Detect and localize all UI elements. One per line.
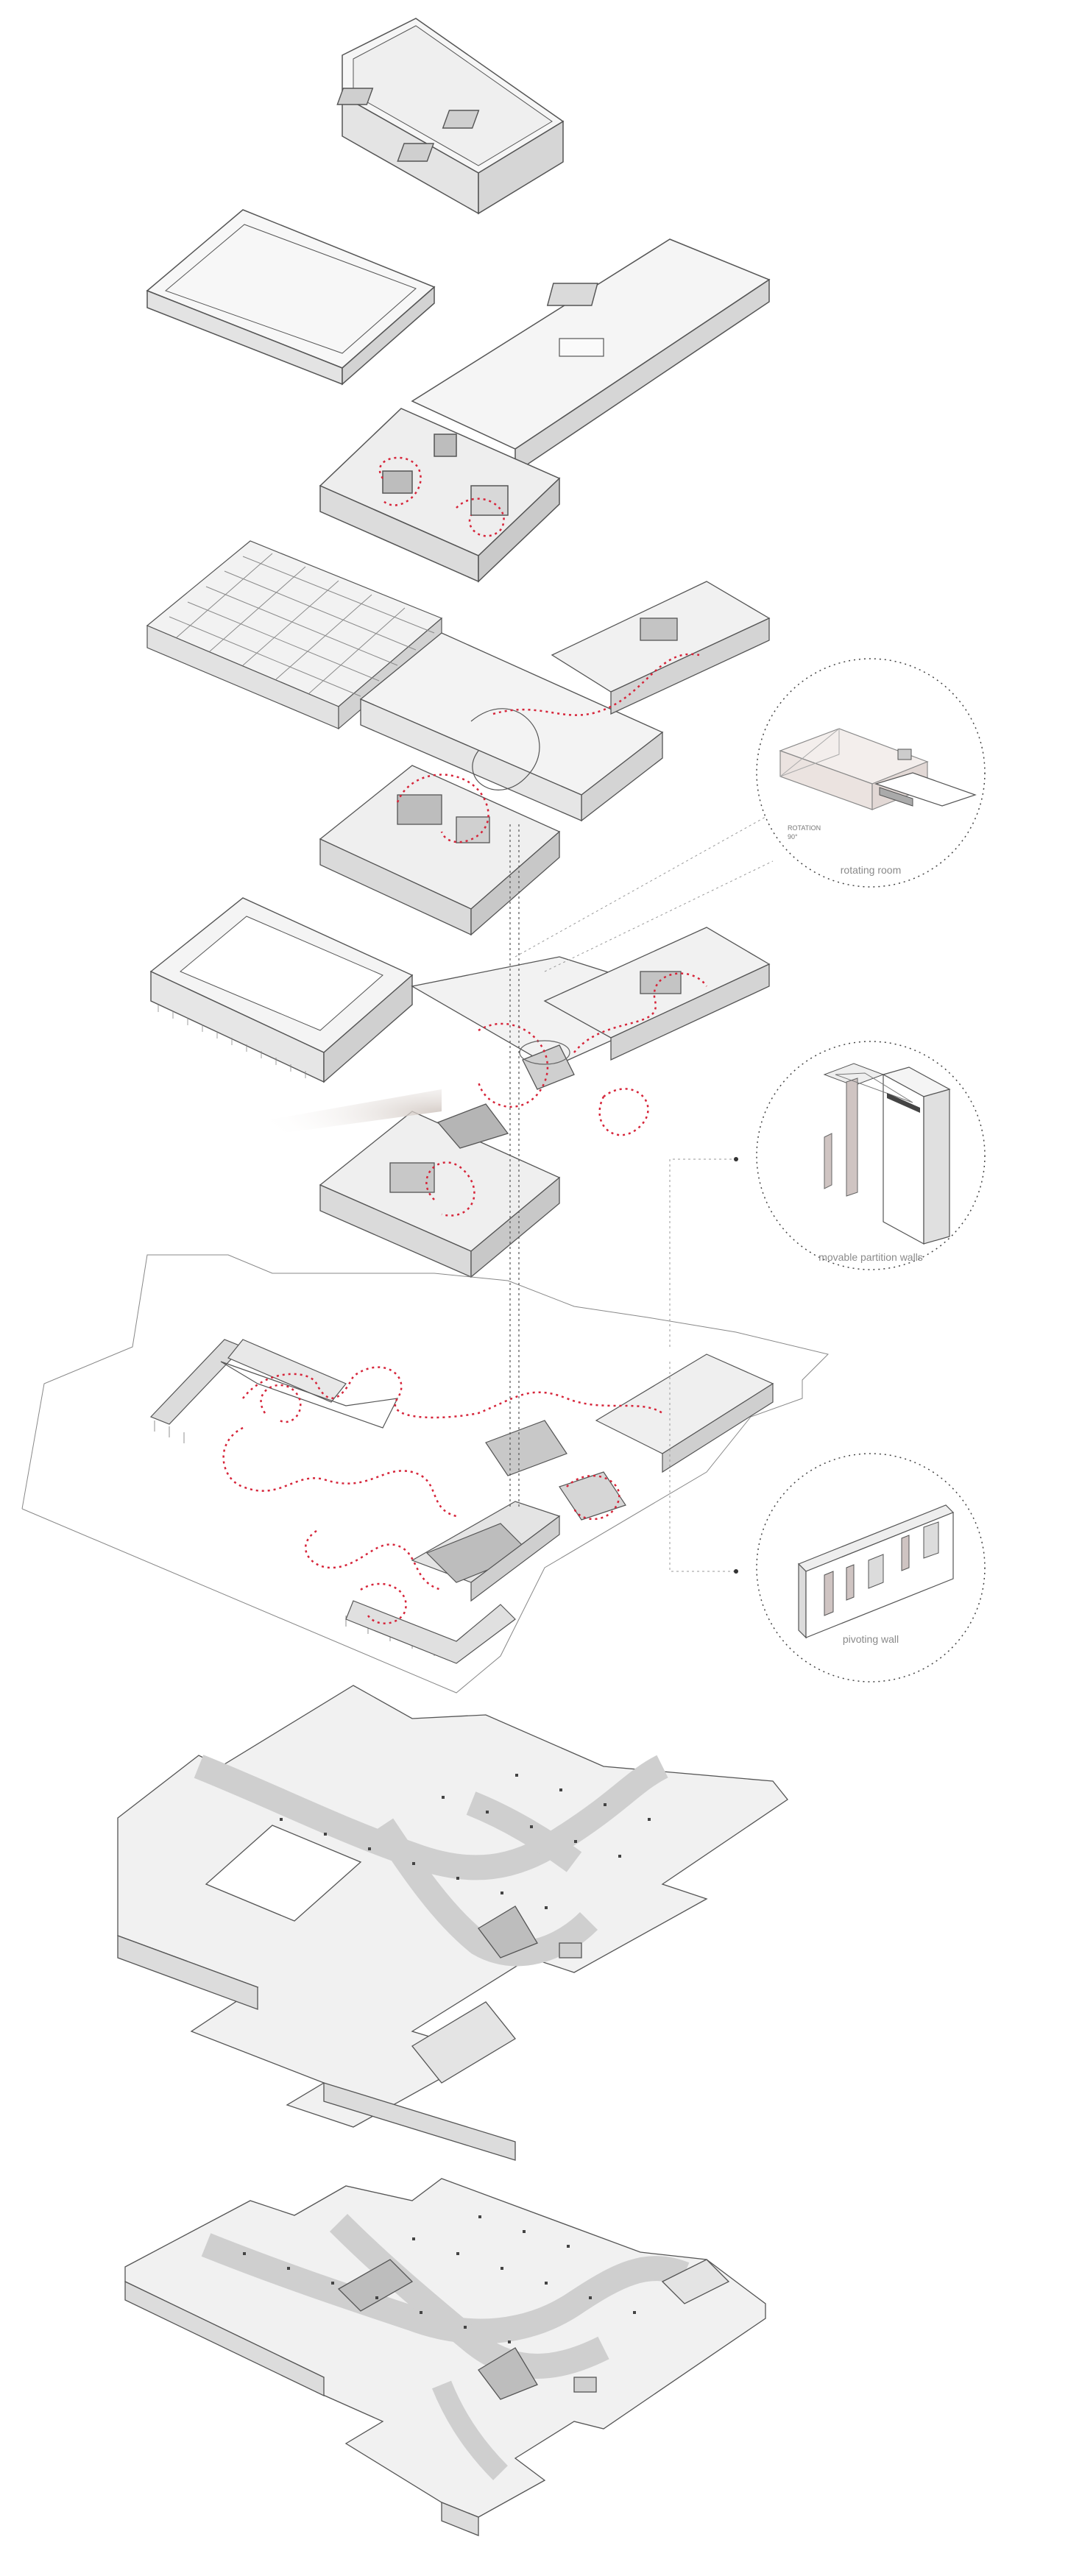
gallery-slab	[359, 632, 664, 822]
upper-floor-long-block	[411, 238, 771, 474]
parking-level-1	[117, 1685, 788, 2161]
light-cone	[254, 1089, 442, 1137]
ground-floor-plan	[149, 1339, 774, 1664]
callout-pivoting-wall: pivoting wall	[756, 1453, 986, 1682]
rotating-room-caption: rotating room	[841, 864, 901, 876]
callout-movable-partition: movable partition walls	[756, 1041, 986, 1270]
upper-floor-rooms	[319, 408, 561, 583]
third-floor-plan	[319, 581, 771, 936]
roof-cap-block	[336, 18, 565, 215]
leader-dot-pivoting	[734, 1569, 738, 1574]
grid-roof-square	[146, 540, 443, 730]
main-gallery-square	[149, 897, 414, 1083]
leader-dot-partition	[734, 1157, 738, 1161]
callout-leaders	[514, 816, 774, 1572]
rotation-note-line2: 90°	[788, 833, 798, 841]
rotation-note-line1: ROTATION	[788, 824, 821, 832]
site-outline	[21, 1254, 829, 1694]
movable-partition-caption: movable partition walls	[818, 1251, 923, 1263]
alignment-lines	[509, 824, 520, 1509]
callout-rotating-room: ROTATION 90° rotating room	[756, 658, 986, 888]
parking-level-2	[124, 2178, 766, 2536]
pivoting-wall-caption: pivoting wall	[843, 1633, 899, 1645]
roof-square-slab	[146, 209, 436, 386]
